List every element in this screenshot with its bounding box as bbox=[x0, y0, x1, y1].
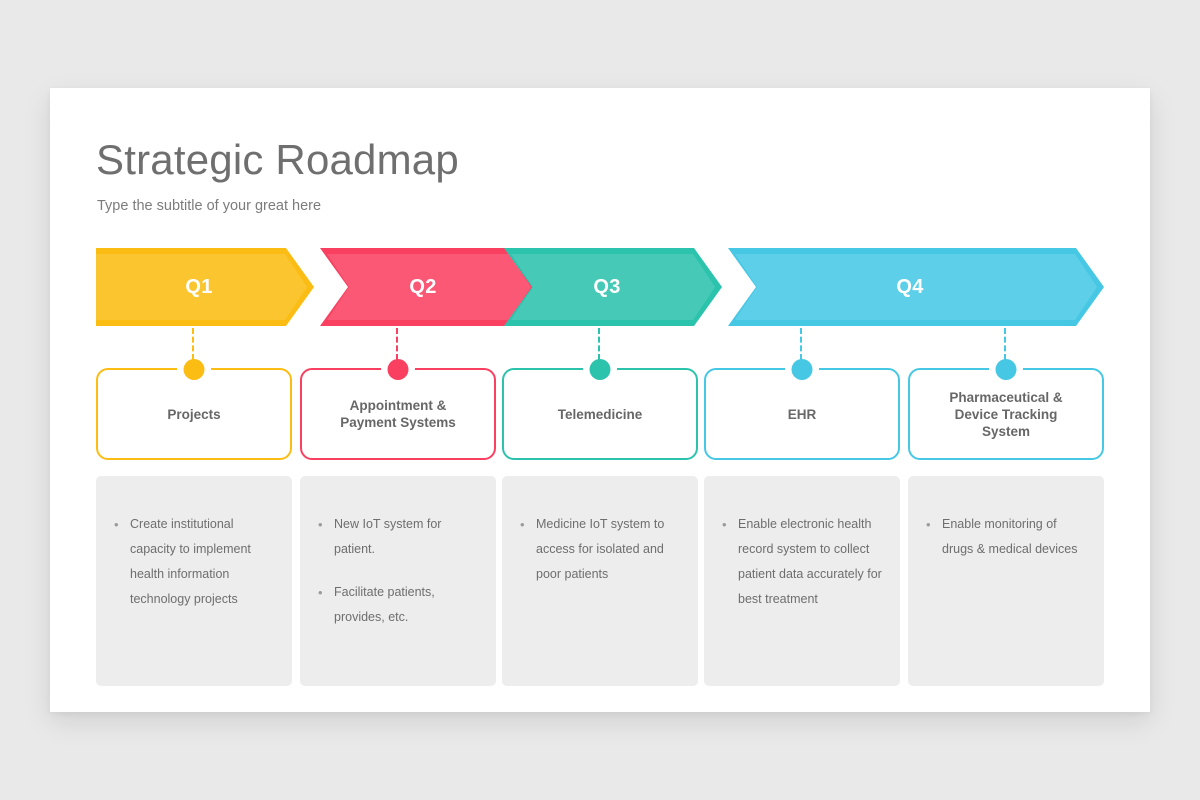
bullet-item: • Facilitate patients, provides, etc. bbox=[318, 580, 480, 630]
chevron-inner-highlight bbox=[735, 254, 1097, 320]
quarter-label: Q2 bbox=[409, 275, 437, 298]
chevron-inner-highlight bbox=[511, 254, 715, 320]
dashed-connector-3 bbox=[800, 328, 802, 360]
milestone-dot-icon bbox=[387, 359, 409, 380]
milestone-dot-icon bbox=[791, 359, 813, 380]
milestone-box-3[interactable]: EHR bbox=[704, 359, 900, 460]
quarter-chevron-q2[interactable]: Q2 bbox=[320, 248, 538, 326]
bullet-text: New IoT system for patient. bbox=[334, 517, 442, 556]
detail-panel-4: • Enable monitoring of drugs & medical de… bbox=[908, 476, 1104, 686]
bullet-text: Create institutional capacity to impleme… bbox=[130, 517, 251, 606]
bullet-text: Enable electronic health record system t… bbox=[738, 517, 882, 606]
dashed-connector-2 bbox=[598, 328, 600, 360]
detail-panel-3: • Enable electronic health record system … bbox=[704, 476, 900, 686]
slide-canvas: Strategic Roadmap Type the subtitle of y… bbox=[50, 88, 1150, 712]
page-title: Strategic Roadmap bbox=[96, 136, 459, 183]
milestone-dot-icon bbox=[995, 359, 1017, 380]
quarter-label: Q3 bbox=[593, 275, 621, 298]
bullet-item: • Enable electronic health record system … bbox=[722, 512, 884, 612]
milestone-dot-icon bbox=[589, 359, 611, 380]
milestone-title: Pharmaceutical & Device Tracking System bbox=[949, 389, 1063, 439]
bullet-item: • New IoT system for patient. bbox=[318, 512, 480, 562]
milestone-title: Telemedicine bbox=[557, 406, 643, 422]
chevron-body bbox=[320, 248, 538, 326]
bullet-marker-icon: • bbox=[722, 517, 727, 532]
milestone-title: EHR bbox=[787, 406, 817, 422]
chevron-body bbox=[728, 248, 1104, 326]
chevron-inner-highlight bbox=[327, 254, 531, 320]
milestone-dot-icon bbox=[183, 359, 205, 380]
milestone-box-2[interactable]: Telemedicine bbox=[502, 359, 698, 460]
dashed-connector-1 bbox=[396, 328, 398, 360]
quarter-label: Q1 bbox=[185, 275, 213, 298]
quarter-label: Q4 bbox=[896, 275, 924, 298]
quarter-chevron-q1[interactable]: Q1 bbox=[96, 248, 314, 326]
chevron-body bbox=[504, 248, 722, 326]
milestone-box-1[interactable]: Appointment & Payment Systems bbox=[300, 359, 496, 460]
page-subtitle: Type the subtitle of your great here bbox=[97, 198, 322, 214]
milestone-box-4[interactable]: Pharmaceutical & Device Tracking System bbox=[908, 359, 1104, 460]
bullet-text: Medicine IoT system to access for isolat… bbox=[536, 517, 665, 581]
detail-panel-0: • Create institutional capacity to implem… bbox=[96, 476, 292, 686]
bullet-marker-icon: • bbox=[318, 585, 323, 600]
bullet-marker-icon: • bbox=[114, 517, 119, 532]
chevron-body bbox=[96, 248, 314, 326]
milestone-title: Projects bbox=[167, 406, 221, 422]
bullet-marker-icon: • bbox=[520, 517, 525, 532]
milestone-box-0[interactable]: Projects bbox=[96, 359, 292, 460]
quarter-chevron-band: Q1 Q2 Q3 Q4 bbox=[96, 248, 1104, 326]
bullet-text: Facilitate patients, provides, etc. bbox=[334, 585, 435, 624]
bullet-text: Enable monitoring of drugs & medical dev… bbox=[942, 517, 1078, 556]
detail-panel-2: • Medicine IoT system to access for isola… bbox=[502, 476, 698, 686]
bullet-marker-icon: • bbox=[318, 517, 323, 532]
dashed-connector-4 bbox=[1004, 328, 1006, 360]
bullet-item: • Create institutional capacity to implem… bbox=[114, 512, 276, 612]
bullet-item: • Enable monitoring of drugs & medical de… bbox=[926, 512, 1088, 562]
milestone-title: Appointment & Payment Systems bbox=[340, 398, 456, 430]
chevron-inner-highlight bbox=[96, 254, 307, 320]
bullet-item: • Medicine IoT system to access for isola… bbox=[520, 512, 682, 587]
detail-panel-1: • New IoT system for patient. • Facilitate … bbox=[300, 476, 496, 686]
dashed-connector-0 bbox=[192, 328, 194, 360]
quarter-chevron-q3[interactable]: Q3 bbox=[504, 248, 722, 326]
quarter-chevron-q4[interactable]: Q4 bbox=[728, 248, 1104, 326]
bullet-marker-icon: • bbox=[926, 517, 931, 532]
